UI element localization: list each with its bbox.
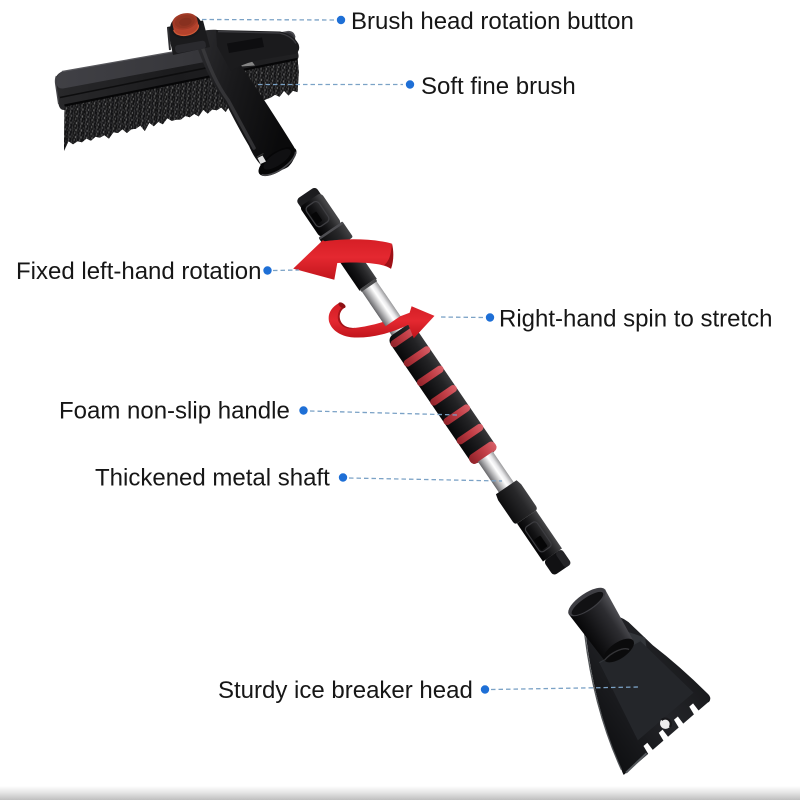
svg-text:Thickened metal shaft: Thickened metal shaft bbox=[95, 465, 330, 492]
svg-text:Fixed left-hand rotation: Fixed left-hand rotation bbox=[16, 258, 261, 285]
svg-text:Right-hand spin to stretch: Right-hand spin to stretch bbox=[499, 306, 772, 333]
svg-text:Foam non-slip handle: Foam non-slip handle bbox=[59, 398, 290, 425]
svg-text:Brush head rotation button: Brush head rotation button bbox=[351, 8, 634, 35]
svg-text:Soft fine brush: Soft fine brush bbox=[421, 73, 576, 100]
svg-text:Sturdy ice breaker head: Sturdy ice breaker head bbox=[218, 677, 473, 704]
